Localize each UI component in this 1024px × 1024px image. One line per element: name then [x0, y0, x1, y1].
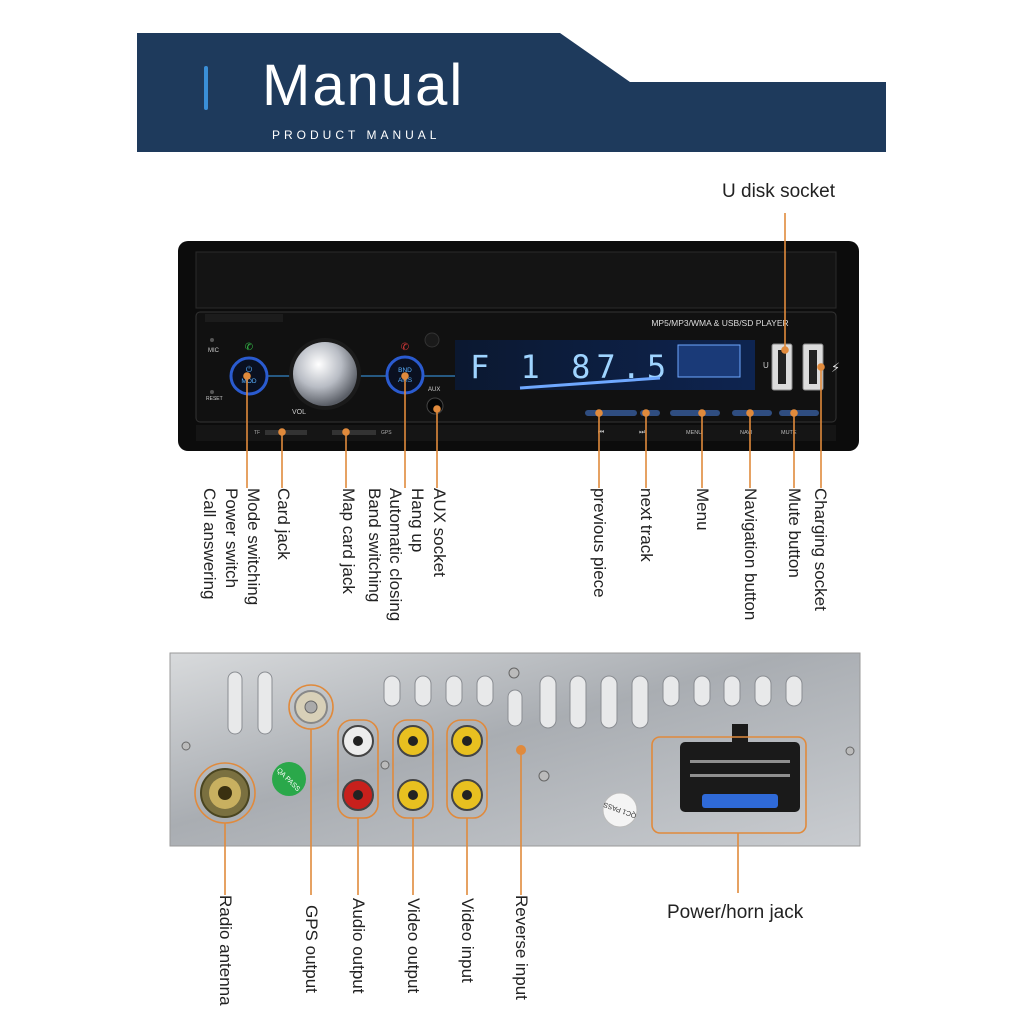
mic-hole: [210, 338, 214, 342]
rca-pin: [408, 736, 418, 746]
label-reverse-input: Reverse input: [512, 895, 531, 1000]
gps-connector-pin: [304, 700, 318, 714]
volume-knob[interactable]: [293, 342, 357, 406]
label-map-card-jack: Map card jack: [339, 488, 358, 594]
speaker-grille: [424, 332, 440, 348]
banner-background: [137, 33, 886, 152]
reset-label: RESET: [206, 396, 223, 402]
label-mute-button: Mute button: [785, 488, 804, 578]
page-title: Manual: [262, 53, 465, 118]
label-card-jack: Card jack: [274, 488, 293, 560]
bnd-label: BND: [398, 367, 412, 374]
mic-label: MIC: [208, 348, 220, 354]
label-hang-up: Hang up: [408, 488, 427, 553]
screw-icon: [181, 741, 191, 751]
screw-icon: [845, 746, 855, 756]
menu-label: MENU: [686, 430, 702, 436]
tf-label: TF: [254, 430, 260, 436]
back-callout-lines: [194, 684, 807, 895]
label-aux-socket: AUX socket: [430, 488, 449, 577]
rca-pin: [462, 790, 472, 800]
mute-button[interactable]: [779, 410, 819, 416]
page-subtitle: PRODUCT MANUAL: [272, 128, 441, 142]
navi-label: NAVI: [740, 430, 753, 436]
label-u-disk-socket: U disk socket: [722, 181, 835, 202]
label-audio-output: Audio output: [349, 898, 368, 994]
power-connector-latch: [732, 724, 748, 744]
front-panel-flap: [195, 251, 837, 309]
prev-button[interactable]: [585, 410, 637, 416]
prev-icon: ⏮: [598, 428, 604, 436]
back-panel: QA PASS QC1 PASS: [169, 652, 861, 847]
screw-icon: [508, 667, 520, 679]
label-power-horn-jack: Power/horn jack: [667, 902, 804, 923]
mod-label: MOD: [241, 378, 256, 385]
next-icon: ⏭: [639, 428, 646, 436]
vents: [227, 671, 803, 735]
charging-bolt-icon: ⚡: [831, 361, 840, 376]
usb-port-charge-slot: [809, 350, 817, 384]
lcd-spectrum: [677, 344, 741, 378]
callout-box-power: [651, 736, 807, 834]
reset-hole[interactable]: [210, 390, 214, 394]
vol-label: VOL: [292, 409, 306, 416]
hang-up-icon: ✆: [401, 342, 409, 353]
rca-pin: [353, 736, 363, 746]
header-banner: Manual PRODUCT MANUAL: [0, 0, 1024, 160]
label-charging-socket: Charging socket: [811, 488, 830, 611]
aux-label: AUX: [428, 387, 440, 393]
rca-connectors: [342, 725, 483, 811]
callout-dot-u-disk: [781, 346, 789, 354]
screw-icon: [538, 770, 550, 782]
power-icon: ⏻: [246, 365, 253, 374]
screws: [181, 667, 855, 782]
bottom-control-strip: [196, 425, 836, 441]
label-video-output: Video output: [404, 898, 423, 994]
usb-port-disk-slot: [778, 350, 786, 384]
label-automatic-closing: Automatic closing: [386, 488, 405, 622]
label-previous-piece: previous piece: [590, 488, 609, 598]
label-gps-output: GPS output: [302, 905, 321, 993]
label-navigation-button: Navigation button: [741, 488, 760, 621]
u-label: U: [763, 361, 769, 370]
rca-pin: [462, 736, 472, 746]
front-panel-slot: [205, 314, 283, 322]
label-menu: Menu: [693, 488, 712, 531]
player-model-label: MP5/MP3/WMA & USB/SD PLAYER: [651, 318, 788, 328]
rca-pin: [353, 790, 363, 800]
call-answer-icon: ✆: [245, 342, 253, 353]
front-panel: MP5/MP3/WMA & USB/SD PLAYER MIC RESET ⏻ …: [178, 241, 859, 451]
label-next-track: next track: [637, 488, 656, 562]
rca-pin: [408, 790, 418, 800]
label-radio-antenna: Radio antenna: [216, 895, 235, 1006]
tf-card-slot[interactable]: [265, 430, 307, 435]
label-mode-switching: Mode switching: [244, 488, 263, 606]
label-call-answering: Call answering: [200, 488, 219, 600]
banner-shape: [137, 33, 886, 152]
qa-sticker: [272, 762, 306, 796]
screw-icon: [380, 760, 390, 770]
mute-label: MUTE: [781, 430, 797, 436]
label-video-input: Video input: [458, 898, 477, 983]
callout-dot-reverse: [516, 745, 526, 755]
fuse: [702, 794, 778, 808]
lcd-bar: [519, 376, 661, 390]
gps-card-slot[interactable]: [332, 430, 376, 435]
label-power-switch: Power switch: [222, 488, 241, 589]
gps-label: GPS: [381, 430, 392, 436]
radio-antenna-core: [218, 786, 232, 800]
label-band-switching: Band switching: [365, 488, 384, 603]
power-connector-pins: [690, 760, 790, 777]
banner-accent-bar: [204, 66, 208, 110]
qc-sticker: [602, 792, 638, 828]
front-callout-lines: [243, 213, 825, 488]
menu-button[interactable]: [670, 410, 720, 416]
